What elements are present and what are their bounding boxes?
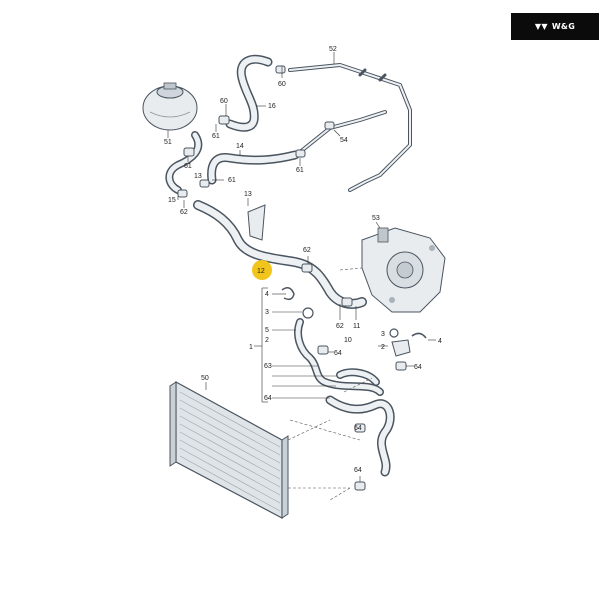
callout-4-left: 4 (265, 291, 269, 298)
callout-52: 52 (329, 46, 337, 53)
callout-13-b: 13 (244, 191, 252, 198)
pipe-52 (288, 63, 412, 192)
callout-63: 63 (264, 363, 272, 370)
callout-2-right: 2 (381, 344, 385, 351)
fittings (177, 65, 353, 307)
callout-labels: 52 60 60 16 51 61 61 14 54 61 13 61 13 1… (164, 46, 442, 474)
callout-51: 51 (164, 139, 172, 146)
callout-5: 5 (265, 327, 269, 334)
hose-14 (207, 150, 300, 185)
callout-61-c: 61 (296, 167, 304, 174)
callout-50: 50 (201, 375, 209, 382)
callout-61-a: 61 (212, 133, 220, 140)
radiator (169, 380, 289, 519)
callout-64-a: 64 (334, 350, 342, 357)
lower-hoses (281, 287, 427, 491)
callout-61-d: 61 (228, 177, 236, 184)
hose-main (193, 200, 367, 309)
highlight-marker (252, 260, 272, 280)
callout-62-a: 62 (180, 209, 188, 216)
callout-64-c: 64 (264, 395, 272, 402)
callout-3-right: 3 (381, 331, 385, 338)
callout-62-b: 62 (303, 247, 311, 254)
callout-60-top: 60 (278, 81, 286, 88)
callout-11: 11 (353, 323, 360, 330)
leader-lines (167, 52, 436, 501)
callout-53: 53 (372, 215, 380, 222)
callout-16: 16 (268, 103, 276, 110)
brand-text: W&G (551, 22, 576, 31)
callout-60: 60 (220, 98, 228, 105)
callout-15: 15 (168, 197, 176, 204)
callout-1: 1 (249, 344, 253, 351)
brand-logo: ▼▼ W&G (511, 13, 599, 40)
expansion-tank (142, 82, 198, 131)
callout-64-d: 64 (354, 425, 362, 432)
callout-14: 14 (236, 143, 244, 150)
callout-4-right: 4 (438, 338, 442, 345)
callout-61-b: 61 (184, 163, 192, 170)
hose-54 (298, 110, 387, 154)
callout-13-a: 13 (194, 173, 202, 180)
brand-mark-icon: ▼▼ (534, 22, 548, 31)
callout-3-left: 3 (265, 309, 269, 316)
hose-15 (165, 131, 203, 194)
callout-64-b: 64 (414, 364, 422, 371)
thermostat-housing (361, 227, 446, 313)
callout-12: 12 (257, 268, 265, 275)
callout-54: 54 (340, 137, 348, 144)
callout-64-e: 64 (354, 467, 362, 474)
callout-10: 10 (344, 337, 352, 344)
callout-2-left: 2 (265, 337, 269, 344)
hose-16 (225, 54, 273, 132)
callout-62-c: 62 (336, 323, 344, 330)
